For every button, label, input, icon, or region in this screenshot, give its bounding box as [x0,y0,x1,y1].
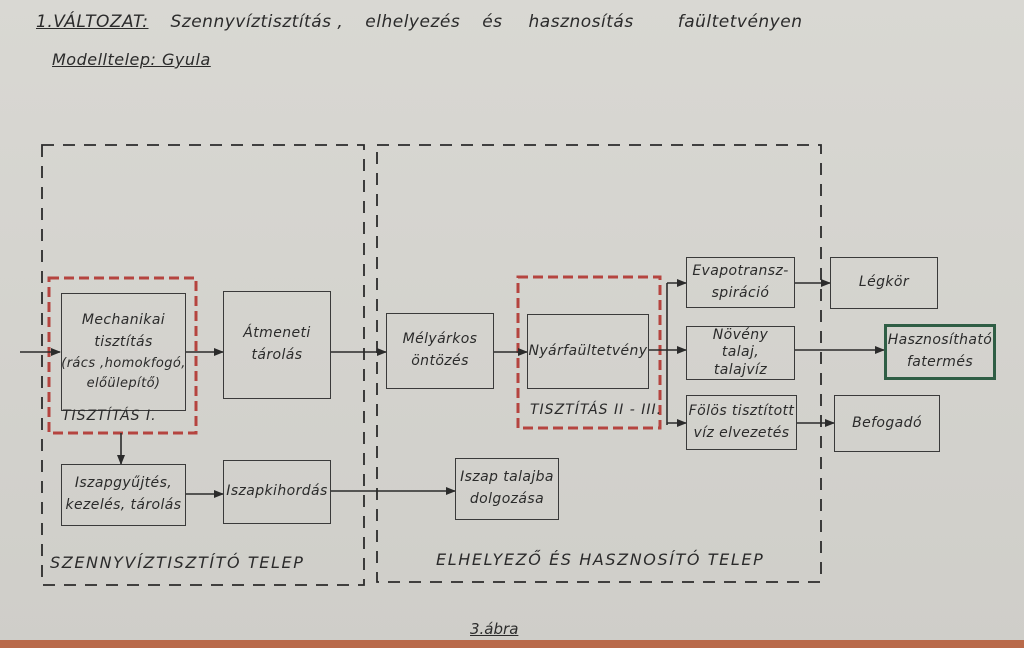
transit-storage-box: Átmeneti tárolás [223,291,331,399]
treatment-plant-label: SZENNYVÍZTISZTÍTÓ TELEP [50,553,305,572]
poplar-plantation-box: Nyárfaültetvény [527,314,649,389]
box-text: Átmeneti [243,325,311,342]
title-word: Szennyvíztisztítás , [170,12,344,32]
box-text: víz elvezetés [693,424,790,441]
box-text: fatermés [906,354,974,370]
stage2-label: TISZTÍTÁS II - III. [530,402,663,418]
evapotranspiration-box: Evapotransz- spiráció [686,257,795,308]
stage1-label: TISZTÍTÁS I. [62,408,157,424]
sludge-haul-box: Iszapkihordás [223,460,331,524]
disposal-site-label: ELHELYEZŐ ÉS HASZNOSÍTÓ TELEP [436,550,765,569]
figure-caption: 3.ábra [470,620,519,638]
variant-label: 1.VÁLTOZAT: [36,12,149,32]
title-word: faültetvényen [677,12,803,32]
excess-water-box: Fölös tisztított víz elvezetés [686,395,797,450]
zone-frame-treatment [41,144,365,586]
mechanical-treatment-box: Mechanikai tisztítás (rács ,homokfogó, e… [61,293,186,411]
box-text: Fölös tisztított [688,402,795,419]
title-word: elhelyezés [365,12,461,32]
box-text: Iszapkihordás [226,483,328,500]
box-text: Mélyárkos [402,331,478,348]
box-text: (rács ,homokfogó, [61,355,186,371]
box-text: tisztítás [94,333,153,350]
usable-timber-box: Hasznosítható fatermés [884,324,996,380]
box-text: talaj, [721,344,760,361]
box-text: öntözés [411,353,469,369]
model-site-label: Modelltelep: Gyula [52,50,211,69]
box-text: Hasznosítható [887,332,993,349]
title-word: és [482,12,503,32]
bottom-strip [0,640,1024,648]
page-title: 1.VÁLTOZAT: Szennyvíztisztítás , elhelyezé… [36,12,824,32]
box-text: Evapotransz- [692,262,789,279]
box-text: dolgozása [469,491,545,507]
box-text: tárolás [251,347,303,363]
box-text: Iszap talajba [460,469,554,486]
receiver-box: Befogadó [834,395,940,452]
stage1-frame [47,276,198,435]
title-word: hasznosítás [528,12,634,32]
box-text: előülepítő) [86,375,161,391]
box-text: kezelés, tárolás [65,497,182,513]
sludge-collection-box: Iszapgyűjtés, kezelés, tárolás [61,464,186,526]
box-text: Légkör [858,274,910,291]
sludge-soil-box: Iszap talajba dolgozása [455,458,559,520]
trench-irrigation-box: Mélyárkos öntözés [386,313,494,389]
box-text: Nyárfaültetvény [528,342,648,359]
box-text: Iszapgyűjtés, [74,475,173,492]
atmosphere-box: Légkör [830,257,938,309]
box-text: talajvíz [713,361,768,378]
box-text: spiráció [711,284,770,301]
box-text: Mechanikai [81,312,166,329]
zone-frame-disposal [376,144,822,583]
box-text: Növény [712,326,769,343]
box-text: Befogadó [852,414,922,431]
plant-soil-groundwater-box: Növény talaj, talajvíz [686,326,795,380]
